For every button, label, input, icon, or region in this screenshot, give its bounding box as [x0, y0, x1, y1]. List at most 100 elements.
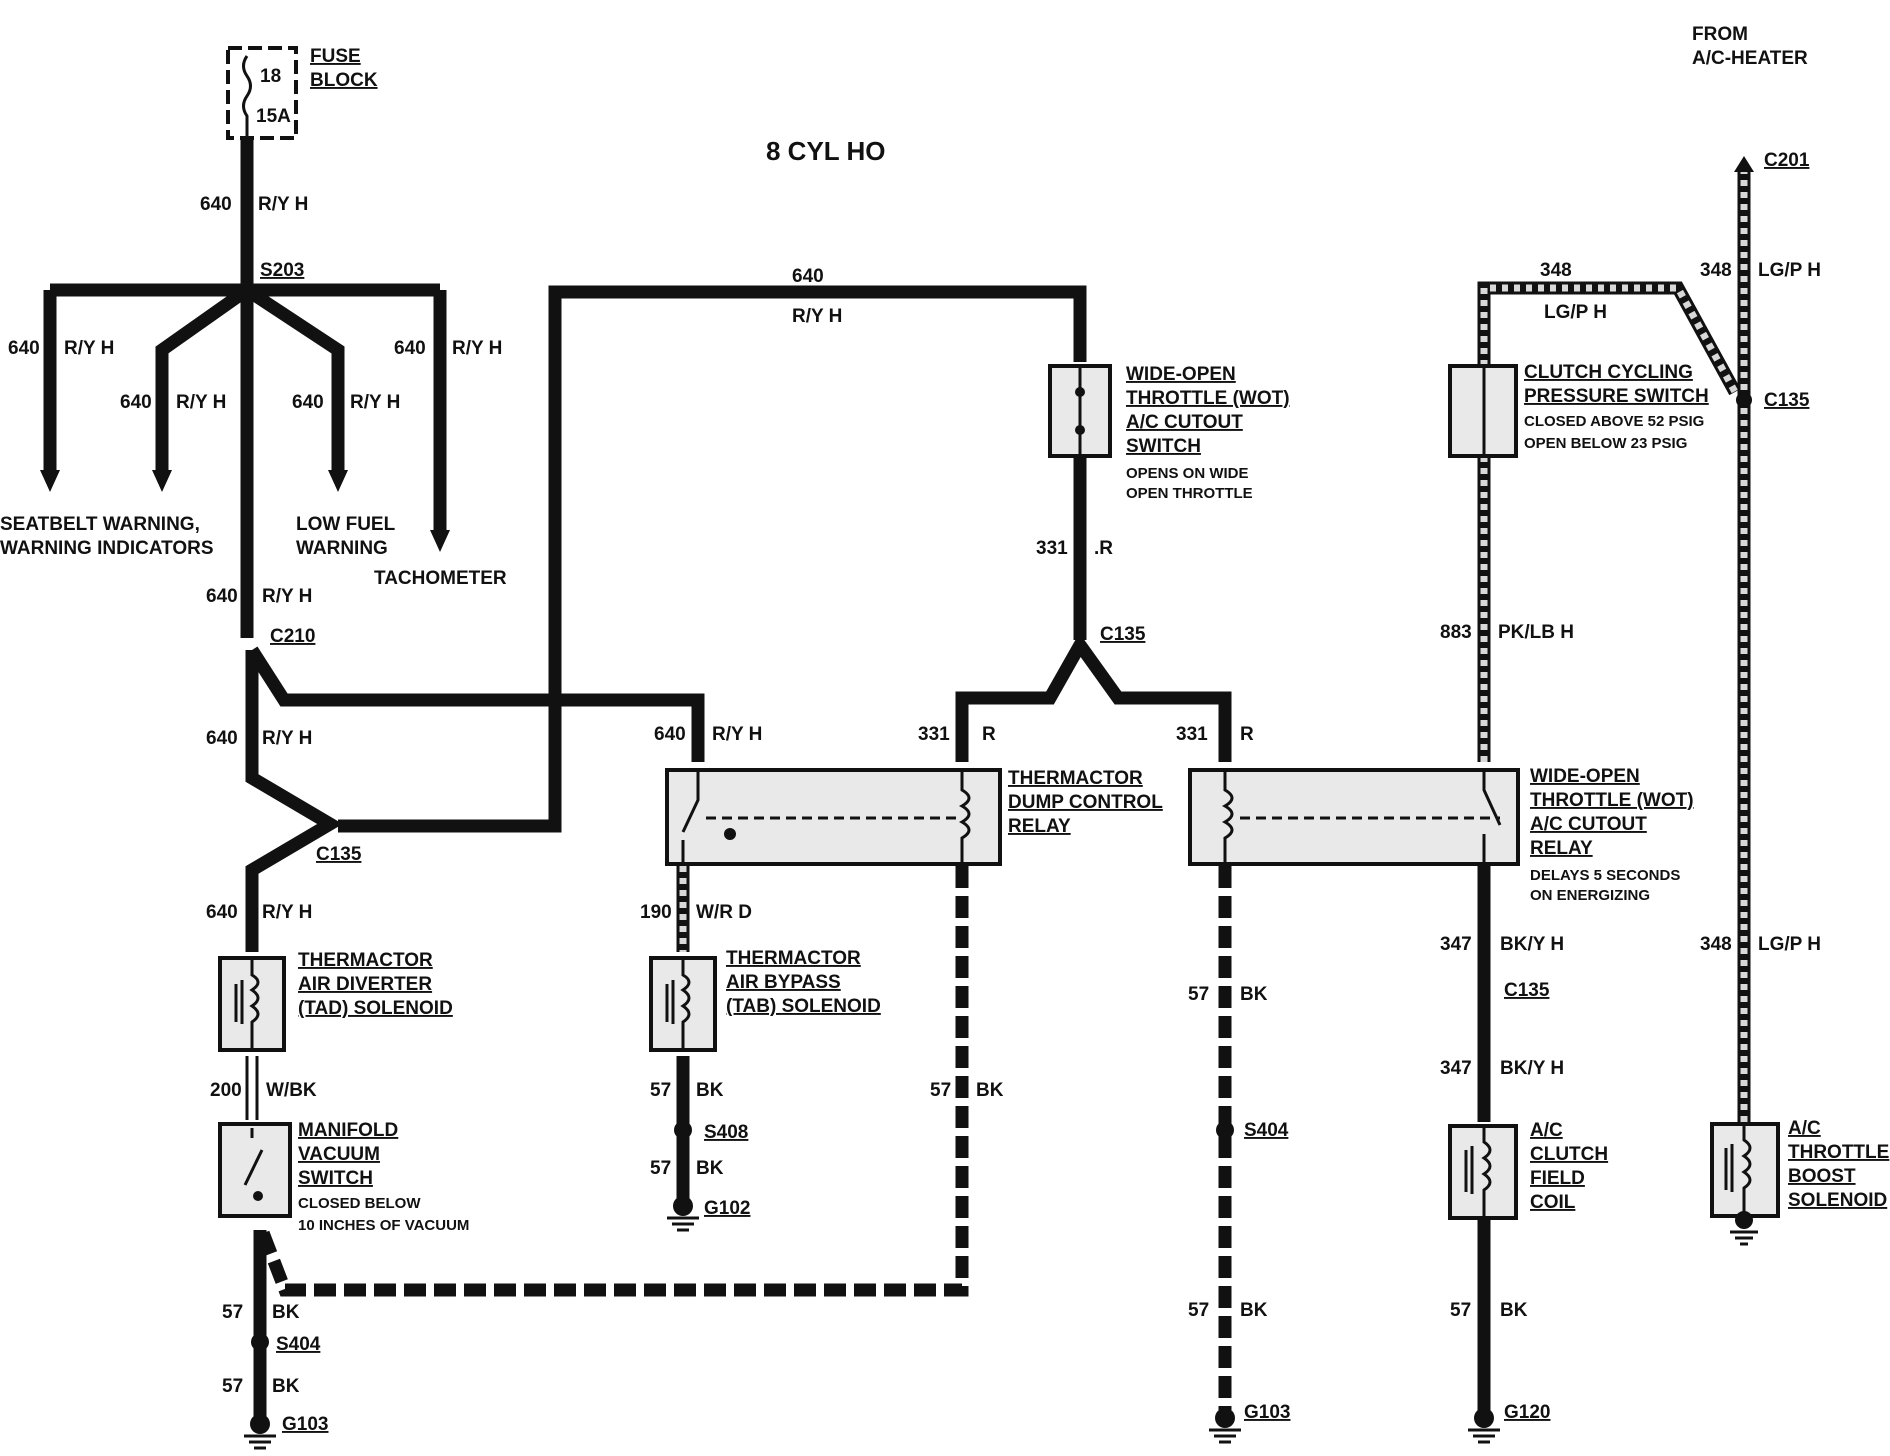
- fuse-rating: 15A: [256, 106, 291, 127]
- wot-switch-note-2: OPEN THROTTLE: [1126, 485, 1253, 502]
- wot-relay-coil-icon: [1221, 770, 1234, 864]
- dest-seatbelt-2: WARNING INDICATORS: [0, 538, 214, 559]
- wire-color-ry-top: R/Y H: [258, 194, 308, 215]
- dest-lowfuel-1: LOW FUEL: [296, 514, 396, 535]
- fuse-block: [226, 46, 298, 140]
- wire-color-ry-low: R/Y H: [262, 728, 312, 749]
- mvs-note-1: CLOSED BELOW: [298, 1195, 421, 1212]
- wire-color-ry-seatbelt: R/Y H: [64, 338, 114, 359]
- wire-640-c210-c135: [245, 650, 343, 952]
- wire-color-ry-tad: R/Y H: [262, 902, 312, 923]
- splice-s404-right-label: S404: [1244, 1120, 1289, 1141]
- wire-code-190: 190: [640, 902, 672, 923]
- wire-color-bk-mvs-1: BK: [272, 1302, 300, 1323]
- connector-c135-right-label: C135: [1764, 390, 1810, 411]
- connector-c135-left-label: C135: [316, 844, 362, 865]
- boost-coil-icon: [1724, 1126, 1752, 1214]
- fuse-number: 18: [260, 66, 281, 87]
- wire-code-57-mvs-1: 57: [222, 1302, 243, 1323]
- splice-s203-label: S203: [260, 260, 304, 281]
- mvs-box: [218, 1122, 292, 1218]
- arrow-tach: [430, 530, 450, 552]
- arrow-branch-2: [152, 470, 172, 492]
- clutch-name-2: CLUTCH: [1530, 1144, 1608, 1165]
- ground-g103-right-icon: [1209, 1408, 1241, 1444]
- wire-code-640-relay: 640: [654, 724, 686, 745]
- mvs-name-3: SWITCH: [298, 1168, 373, 1189]
- source-line1: FROM: [1692, 24, 1748, 45]
- wot-switch-name-4: SWITCH: [1126, 436, 1201, 457]
- tdcr-coil-icon: [958, 770, 971, 864]
- wire-code-640-top: 640: [200, 194, 232, 215]
- wire-331-split: [955, 632, 1232, 762]
- ground-g103-left-label: G103: [282, 1414, 328, 1435]
- fuse-element-icon: [242, 55, 252, 138]
- mvs-note-2: 10 INCHES OF VACUUM: [298, 1217, 469, 1234]
- wire-color-lgp-low: LG/P H: [1758, 934, 1821, 955]
- ccps-note-1: CLOSED ABOVE 52 PSIG: [1524, 413, 1704, 430]
- wire-code-640-tad: 640: [206, 902, 238, 923]
- ccps-note-2: OPEN BELOW 23 PSIG: [1524, 435, 1687, 452]
- wire-code-640-seatbelt: 640: [8, 338, 40, 359]
- wire-code-331-wot: 331: [1176, 724, 1208, 745]
- tad-name-3: (TAD) SOLENOID: [298, 998, 453, 1019]
- splice-s404-left: [251, 1333, 269, 1351]
- wire-code-331-tdcr: 331: [918, 724, 950, 745]
- wot-relay-name-3: A/C CUTOUT: [1530, 814, 1647, 835]
- wire-color-lgp-top: LG/P H: [1544, 302, 1607, 323]
- wire-code-347-1: 347: [1440, 934, 1472, 955]
- mvs-switch-icon: [243, 1128, 264, 1186]
- fuse-block-label-1: FUSE: [310, 46, 361, 67]
- wire-code-57-mvs-2: 57: [222, 1376, 243, 1397]
- ground-g120-icon: [1468, 1408, 1500, 1444]
- splice-s408: [674, 1121, 692, 1139]
- tad-name-2: AIR DIVERTER: [298, 974, 432, 995]
- wire-code-640-low: 640: [206, 728, 238, 749]
- wire-code-640-loop: 640: [792, 266, 824, 287]
- boost-name-3: BOOST: [1788, 1166, 1856, 1187]
- boost-name-2: THROTTLE: [1788, 1142, 1889, 1163]
- c135-connector-right: [1736, 392, 1752, 408]
- wot-relay-note-2: ON ENERGIZING: [1530, 887, 1650, 904]
- arrow-lowfuel: [328, 470, 348, 492]
- wire-code-348-top: 348: [1540, 260, 1572, 281]
- wire-color-r-tdcr: R: [982, 724, 996, 745]
- clutch-name-4: COIL: [1530, 1192, 1576, 1213]
- wire-code-347-2: 347: [1440, 1058, 1472, 1079]
- tab-name-1: THERMACTOR: [726, 948, 861, 969]
- wire-code-57-tab-1: 57: [650, 1080, 671, 1101]
- wire-color-ry-mid: R/Y H: [262, 586, 312, 607]
- wire-57-tdcr: [255, 866, 969, 1297]
- boost-name-4: SOLENOID: [1788, 1190, 1887, 1211]
- tdcr-name-1: THERMACTOR: [1008, 768, 1143, 789]
- wire-color-ry-b2: R/Y H: [176, 392, 226, 413]
- wire-color-ry-tach: R/Y H: [452, 338, 502, 359]
- connector-c210-label: C210: [270, 626, 315, 647]
- fuse-block-label-2: BLOCK: [310, 70, 378, 91]
- source-line2: A/C-HEATER: [1692, 48, 1808, 69]
- splice-s404-right: [1216, 1121, 1234, 1139]
- wire-color-bk-wot-2: BK: [1240, 1300, 1268, 1321]
- wire-code-57-tab-2: 57: [650, 1158, 671, 1179]
- tdcr-name-2: DUMP CONTROL: [1008, 792, 1163, 813]
- arrow-c201: [1734, 156, 1754, 172]
- wire-color-bk-tab-2: BK: [696, 1158, 724, 1179]
- clutch-name-3: FIELD: [1530, 1168, 1585, 1189]
- tab-coil-icon: [665, 960, 691, 1048]
- wot-relay-name-1: WIDE-OPEN: [1530, 766, 1640, 787]
- ground-g103-left-icon: [244, 1414, 276, 1450]
- splice-s404-left-label: S404: [276, 1334, 321, 1355]
- tdcr-contact: [724, 828, 736, 840]
- wire-code-640-mid: 640: [206, 586, 238, 607]
- wire-color-bky-1: BK/Y H: [1500, 934, 1564, 955]
- dest-tach: TACHOMETER: [374, 568, 507, 589]
- wire-640-lowfuel: [243, 284, 345, 470]
- wire-color-bk-tdcr: BK: [976, 1080, 1004, 1101]
- wire-color-bk-mvs-2: BK: [272, 1376, 300, 1397]
- wire-color-lgp-right: LG/P H: [1758, 260, 1821, 281]
- clutch-name-1: A/C: [1530, 1120, 1563, 1141]
- wot-relay-name-4: RELAY: [1530, 838, 1593, 859]
- tad-name-1: THERMACTOR: [298, 950, 433, 971]
